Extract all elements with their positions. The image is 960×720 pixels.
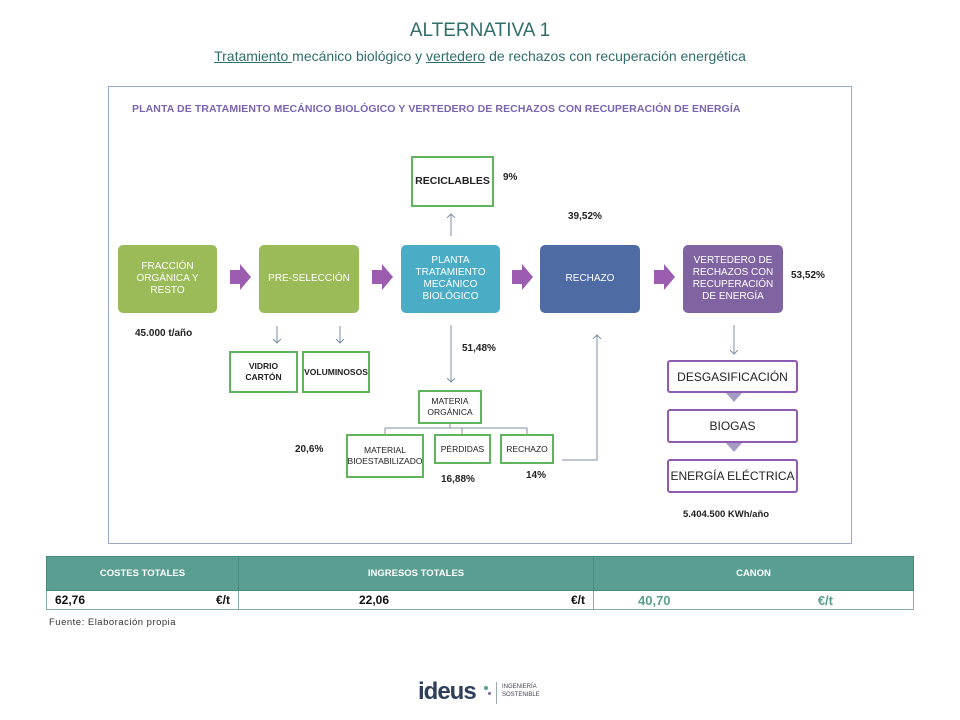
flow-arrow-2 xyxy=(372,264,393,290)
box-fraccion: FRACCIÓN ORGÁNICA Y RESTO xyxy=(118,245,217,313)
carton-label: CARTÓN xyxy=(245,372,282,382)
header-canon: CANON xyxy=(593,556,914,591)
label-pct-rechazo: 39,52% xyxy=(568,211,602,222)
flow-arrow-1 xyxy=(230,264,251,290)
label-pct-rechazo-small: 14% xyxy=(526,470,547,481)
value-canon: 40,70 xyxy=(638,592,671,608)
box-vidrio-carton: VIDRIO CARTÓN xyxy=(229,351,298,393)
vidrio-label: VIDRIO xyxy=(248,361,279,371)
tree-connectors xyxy=(384,423,528,434)
box-rechazo: RECHAZO xyxy=(540,245,640,313)
subtitle-part-4: de rechazos con recuperación energética xyxy=(485,48,746,64)
costs-header-row: COSTES TOTALES INGRESOS TOTALES CANON xyxy=(46,556,914,591)
chain-arrow-2 xyxy=(726,443,742,452)
label-pct-bioestabilizado: 20,6% xyxy=(295,444,324,455)
label-pct-organica: 51,48% xyxy=(462,343,496,354)
box-biogas: BIOGAS xyxy=(667,409,798,443)
subtitle-part-2: mecánico biológico y xyxy=(292,48,427,64)
box-perdidas: PÉRDIDAS xyxy=(434,434,491,464)
label-pct-reciclables: 9% xyxy=(503,172,518,183)
value-costes: 62,76 xyxy=(55,593,86,607)
cell-costes: 62,76 €/t xyxy=(46,590,239,610)
logo-wordmark: ideus xyxy=(418,678,477,705)
cell-ingresos: 22,06 €/t xyxy=(238,590,594,610)
source-note: Fuente: Elaboración propia xyxy=(49,617,177,628)
flow-arrows xyxy=(230,264,675,290)
value-ingresos: 22,06 xyxy=(359,593,390,607)
box-voluminosos: VOLUMINOSOS xyxy=(302,351,370,393)
unit-ingresos: €/t xyxy=(570,593,585,607)
flow-arrow-3 xyxy=(512,264,533,290)
diagram-frame xyxy=(108,86,852,544)
box-material-bioestabilizado: MATERIAL BIOESTABILIZADO xyxy=(346,434,424,478)
box-energia-electrica: ENERGÍA ELÉCTRICA xyxy=(667,459,798,493)
header-ingresos: INGRESOS TOTALES xyxy=(238,556,594,591)
unit-costes: €/t xyxy=(215,593,230,607)
label-tonnage: 45.000 t/año xyxy=(135,328,193,339)
box-preseleccion: PRE-SELECCIÓN xyxy=(259,245,359,313)
ideus-logo: ideus INGENIERÍA SOSTENIBLE xyxy=(418,678,540,710)
box-materia-organica: MATERIA ORGÁNICA xyxy=(418,390,482,424)
cell-canon: 40,70 €/t xyxy=(593,590,914,610)
logo-divider xyxy=(496,682,497,704)
box-desgasificacion: DESGASIFICACIÓN xyxy=(667,360,798,393)
page-title: ALTERNATIVA 1 xyxy=(409,20,551,41)
subtitle-part-3: vertedero xyxy=(426,48,486,64)
logo-tag-1: INGENIERÍA xyxy=(502,684,537,690)
costs-value-row: 62,76 €/t 22,06 €/t 40,70 €/t xyxy=(46,590,914,610)
box-reciclables: RECICLABLES xyxy=(411,156,494,207)
logo-tag-2: SOSTENIBLE xyxy=(502,692,540,698)
subtitle-part-1: Tratamiento xyxy=(214,48,293,64)
label-pct-perdidas: 16,88% xyxy=(441,474,475,485)
logo-dot-1 xyxy=(484,686,488,690)
costs-table: COSTES TOTALES INGRESOS TOTALES CANON 62… xyxy=(46,556,914,610)
unit-canon: €/t xyxy=(817,592,833,608)
flow-arrow-4 xyxy=(654,264,675,290)
chain-arrow-1 xyxy=(726,393,742,402)
box-vertedero: VERTEDERO DE RECHAZOS CON RECUPERACIÓN D… xyxy=(683,245,783,313)
page-subtitle: Tratamiento mecánico biológico y vertede… xyxy=(0,48,960,64)
header-costes: COSTES TOTALES xyxy=(46,556,239,591)
box-planta: PLANTA TRATAMIENTO MECÁNICO BIOLÓGICO xyxy=(401,245,500,313)
logo-dot-2 xyxy=(488,692,491,695)
diagram-title: PLANTA DE TRATAMIENTO MECÁNICO BIOLÓGICO… xyxy=(132,103,741,115)
box-rechazo-small: RECHAZO xyxy=(500,434,554,464)
label-pct-vertedero: 53,52% xyxy=(791,270,825,281)
label-energy: 5.404.500 KWh/año xyxy=(683,509,770,520)
connector-rechazo-up xyxy=(562,335,597,461)
